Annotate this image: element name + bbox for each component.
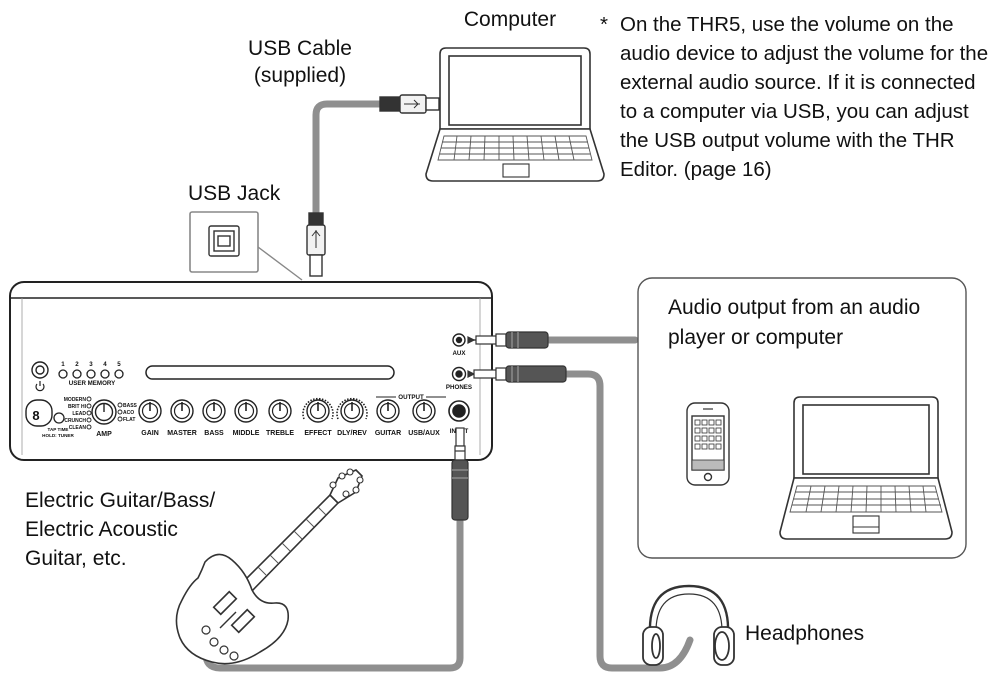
phones-label: PHONES: [446, 384, 472, 391]
amp-knob-label: AMP: [96, 431, 112, 438]
knob-label: TREBLE: [266, 430, 294, 437]
user-memory-buttons[interactable]: [58, 369, 124, 379]
memory-number-1: 1: [61, 361, 65, 368]
usage-note: * On the THR5, use the volume on the aud…: [600, 10, 990, 184]
memory-number-3: 3: [89, 361, 93, 368]
guitar-input-plug: [451, 427, 469, 521]
power-button[interactable]: [31, 361, 49, 392]
memory-number-2: 2: [75, 361, 79, 368]
usb-jack-label: USB Jack: [188, 182, 281, 205]
computer-trackpad: [502, 163, 530, 178]
computer-laptop: [425, 47, 605, 182]
audio-output-label-line2: player or computer: [668, 326, 844, 349]
electric-guitar: [175, 468, 364, 665]
memory-number-5: 5: [117, 361, 121, 368]
tap-tempo-label: TAP TIME: [47, 427, 68, 432]
amp-mode-aco: ACO: [123, 410, 134, 416]
tuner-display: [25, 399, 53, 427]
knob-dly-rev[interactable]: [336, 397, 368, 423]
knob-gain[interactable]: [138, 399, 162, 423]
amp-mode-bass: BASS: [123, 403, 138, 409]
tap-button[interactable]: [53, 412, 65, 424]
knob-usb-aux[interactable]: [412, 399, 436, 423]
computer-keyboard: [437, 135, 593, 161]
audio-source-laptop: [779, 396, 953, 540]
usb-cable-wire: [312, 100, 386, 219]
knob-middle[interactable]: [234, 399, 258, 423]
usb-cable-sub-label: (supplied): [253, 64, 347, 87]
smartphone: [686, 402, 730, 486]
headphones: [642, 584, 735, 666]
audio-output-label-line1: Audio output from an audio: [668, 296, 921, 319]
amp-mode-lead: LEAD: [72, 411, 86, 417]
amp-mode-clean: CLEAN: [69, 425, 87, 431]
knob-label: BASS: [204, 430, 224, 437]
aux-jack[interactable]: [452, 333, 466, 347]
output-label: OUTPUT: [398, 394, 424, 401]
phone-app-grid: [691, 419, 725, 471]
knob-guitar[interactable]: [376, 399, 400, 423]
knob-effect[interactable]: [302, 397, 334, 423]
knob-master[interactable]: [170, 399, 194, 423]
amp-mode-brit: BRIT HI: [68, 404, 87, 410]
amp-mode-modern: MODERN: [64, 397, 87, 403]
usb-plug-computer: [379, 94, 440, 114]
guitar-label-line2: Electric Acoustic: [25, 518, 178, 541]
input-jack[interactable]: [448, 400, 470, 422]
knob-label: GUITAR: [375, 430, 401, 437]
computer-label: Computer: [463, 8, 557, 31]
amp-mode-flat: FLAT: [123, 417, 135, 423]
aux-label: AUX: [452, 350, 466, 357]
memory-number-4: 4: [103, 361, 107, 368]
note-asterisk: *: [600, 13, 608, 36]
amp-knob[interactable]: [91, 399, 117, 425]
knob-label: DLY/REV: [337, 430, 367, 437]
phones-plug: [467, 365, 567, 383]
knob-label: MASTER: [167, 430, 197, 437]
top-slot: [145, 365, 395, 380]
amp-mode-crunch: CRUNCH: [64, 418, 86, 424]
usb-jack-callout: [189, 211, 303, 281]
knob-label: EFFECT: [304, 430, 332, 437]
knob-bass[interactable]: [202, 399, 226, 423]
aux-plug: [467, 331, 549, 349]
usb-plug-amp: [306, 212, 326, 277]
usb-cable-label: USB Cable: [248, 37, 352, 60]
knob-label: GAIN: [141, 430, 159, 437]
guitar-label-line3: Guitar, etc.: [25, 547, 127, 570]
knob-row: GAIN MASTER BASS MIDDLE TREBLE EFFECT DLY/REV G…: [138, 397, 440, 437]
phones-cable-wire: [562, 370, 694, 672]
headphones-label: Headphones: [745, 622, 865, 645]
guitar-label-line1: Electric Guitar/Bass/: [25, 489, 216, 512]
note-text: On the THR5, use the volume on the audio…: [620, 13, 989, 181]
knob-label: MIDDLE: [233, 430, 260, 437]
display-digit: 8: [32, 408, 39, 423]
knob-label: USB/AUX: [408, 430, 440, 437]
amp-mode-leds: [86, 396, 123, 430]
phones-jack[interactable]: [451, 366, 467, 382]
tuner-label: HOLD: TUNER: [42, 433, 74, 438]
knob-treble[interactable]: [268, 399, 292, 423]
user-memory-label: USER MEMORY: [69, 380, 116, 387]
